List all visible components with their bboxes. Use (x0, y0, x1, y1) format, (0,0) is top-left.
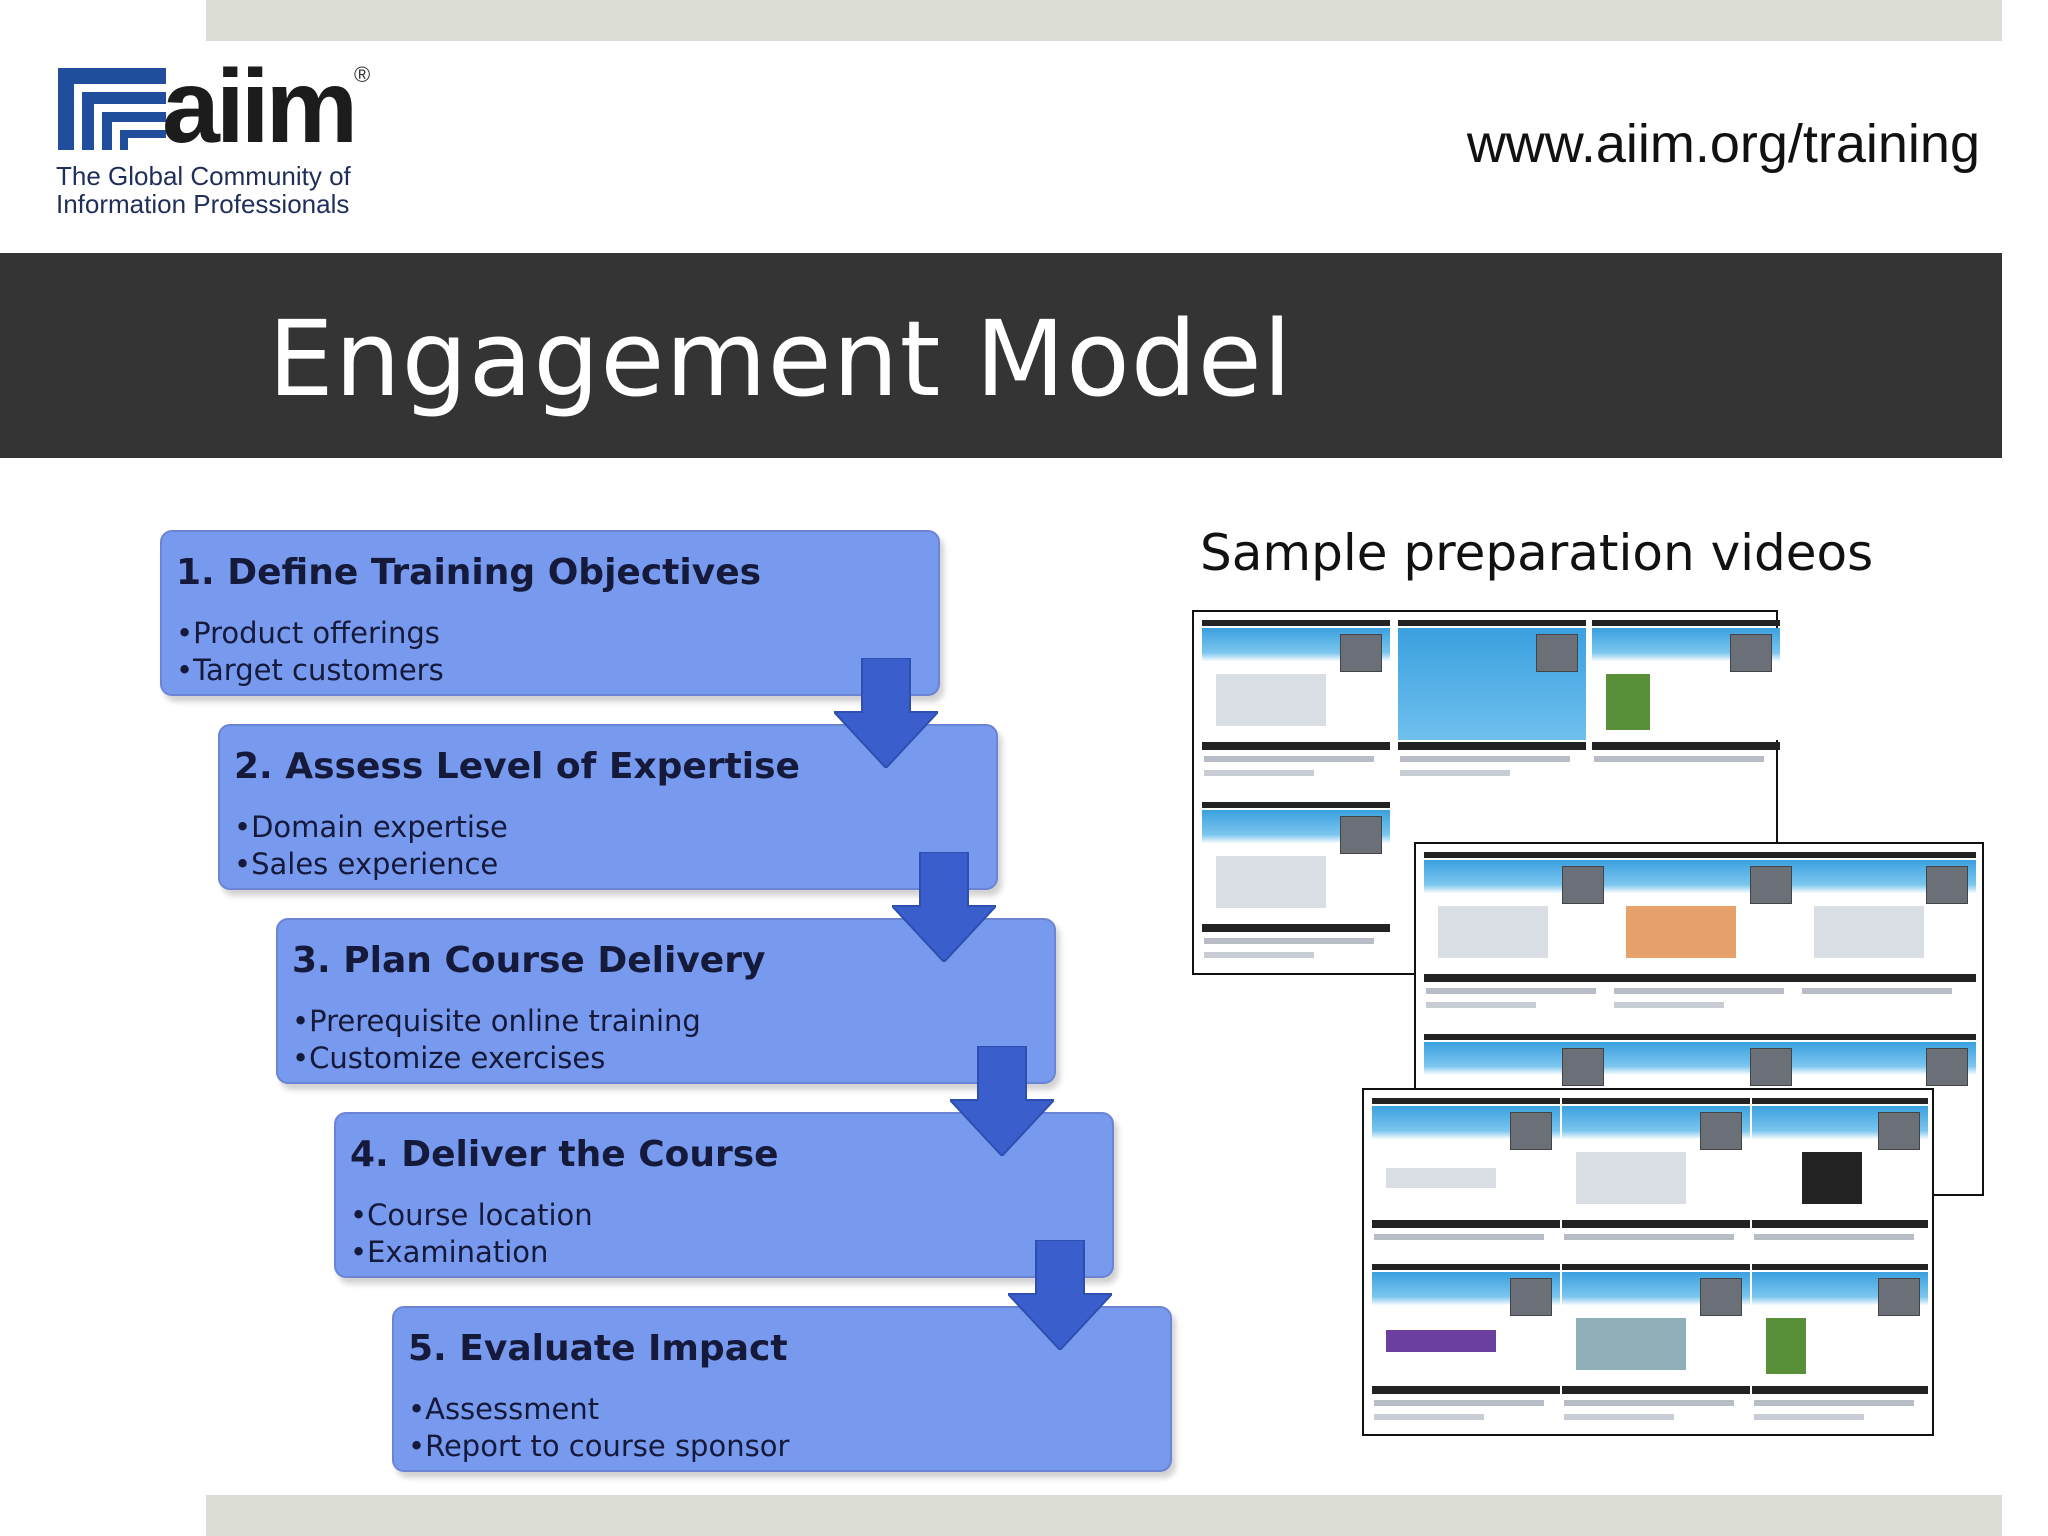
step-bullet: •Examination (350, 1235, 549, 1269)
down-arrow-icon (834, 658, 938, 768)
step-heading: 2. Assess Level of Expertise (234, 746, 800, 787)
sample-videos-label: Sample preparation videos (1200, 524, 1874, 582)
logo-tagline-line-2: Information Professionals (56, 189, 350, 219)
video-thumbnail[interactable] (1202, 620, 1390, 788)
presenter-avatar (1750, 1048, 1792, 1086)
step-5-box: 5. Evaluate Impact •Assessment •Report t… (392, 1306, 1172, 1472)
presenter-avatar (1700, 1112, 1742, 1150)
step-bullet: •Sales experience (234, 847, 499, 881)
video-thumbnail[interactable] (1752, 1264, 1928, 1432)
step-bullet: •Prerequisite online training (292, 1004, 701, 1038)
step-2-box: 2. Assess Level of Expertise •Domain exp… (218, 724, 998, 890)
step-heading: 3. Plan Course Delivery (292, 940, 766, 981)
presenter-avatar (1700, 1278, 1742, 1316)
training-url: www.aiim.org/training (1466, 114, 1980, 174)
presenter-avatar (1562, 866, 1604, 904)
video-thumbnail[interactable] (1562, 1098, 1750, 1266)
step-4-box: 4. Deliver the Course •Course location •… (334, 1112, 1114, 1278)
step-heading: 4. Deliver the Course (350, 1134, 779, 1175)
presenter-avatar (1562, 1048, 1604, 1086)
video-thumbnail[interactable] (1372, 1098, 1560, 1266)
video-thumbnail[interactable] (1800, 852, 1976, 1020)
step-bullet: •Assessment (408, 1392, 600, 1426)
logo-registered-mark: ® (354, 62, 371, 87)
step-bullet: •Target customers (176, 653, 444, 687)
step-bullet: •Product offerings (176, 616, 440, 650)
logo-wordmark: aiim (162, 49, 358, 165)
presenter-avatar (1926, 866, 1968, 904)
bottom-band (206, 1495, 2002, 1536)
step-heading: 5. Evaluate Impact (408, 1328, 788, 1369)
presenter-avatar (1730, 634, 1772, 672)
step-bullet: •Course location (350, 1198, 593, 1232)
step-1-box: 1. Define Training Objectives •Product o… (160, 530, 940, 696)
video-thumbnail[interactable] (1562, 1264, 1750, 1432)
video-thumbnail[interactable] (1752, 1098, 1928, 1266)
video-thumbnail[interactable] (1202, 802, 1390, 970)
top-band (206, 0, 2002, 41)
aiim-logo-mark-icon (58, 68, 166, 150)
step-bullet: •Report to course sponsor (408, 1429, 790, 1463)
title-bar (0, 253, 2002, 458)
video-thumbnail[interactable] (1592, 620, 1780, 788)
step-3-box: 3. Plan Course Delivery •Prerequisite on… (276, 918, 1056, 1084)
logo-tagline-line-1: The Global Community of (56, 161, 351, 191)
logo-tagline: The Global Community of Information Prof… (56, 162, 351, 218)
presenter-avatar (1340, 816, 1382, 854)
presenter-avatar (1340, 634, 1382, 672)
video-thumbnail[interactable] (1612, 852, 1800, 1020)
slide-title: Engagement Model (268, 298, 1293, 420)
presenter-avatar (1510, 1112, 1552, 1150)
down-arrow-icon (892, 852, 996, 962)
presenter-avatar (1536, 634, 1578, 672)
down-arrow-icon (950, 1046, 1054, 1156)
presenter-avatar (1510, 1278, 1552, 1316)
step-heading: 1. Define Training Objectives (176, 552, 762, 593)
aiim-logo: aiim ® The Global Community of Informati… (54, 49, 384, 232)
down-arrow-icon (1008, 1240, 1112, 1350)
step-bullet: •Customize exercises (292, 1041, 606, 1075)
video-thumbnail-sheet (1362, 1088, 1934, 1436)
video-thumbnail[interactable] (1398, 620, 1586, 788)
presenter-avatar (1926, 1048, 1968, 1086)
video-thumbnail[interactable] (1372, 1264, 1560, 1432)
presenter-avatar (1750, 866, 1792, 904)
presenter-avatar (1878, 1278, 1920, 1316)
presenter-avatar (1878, 1112, 1920, 1150)
step-bullet: •Domain expertise (234, 810, 508, 844)
video-thumbnail[interactable] (1424, 852, 1612, 1020)
